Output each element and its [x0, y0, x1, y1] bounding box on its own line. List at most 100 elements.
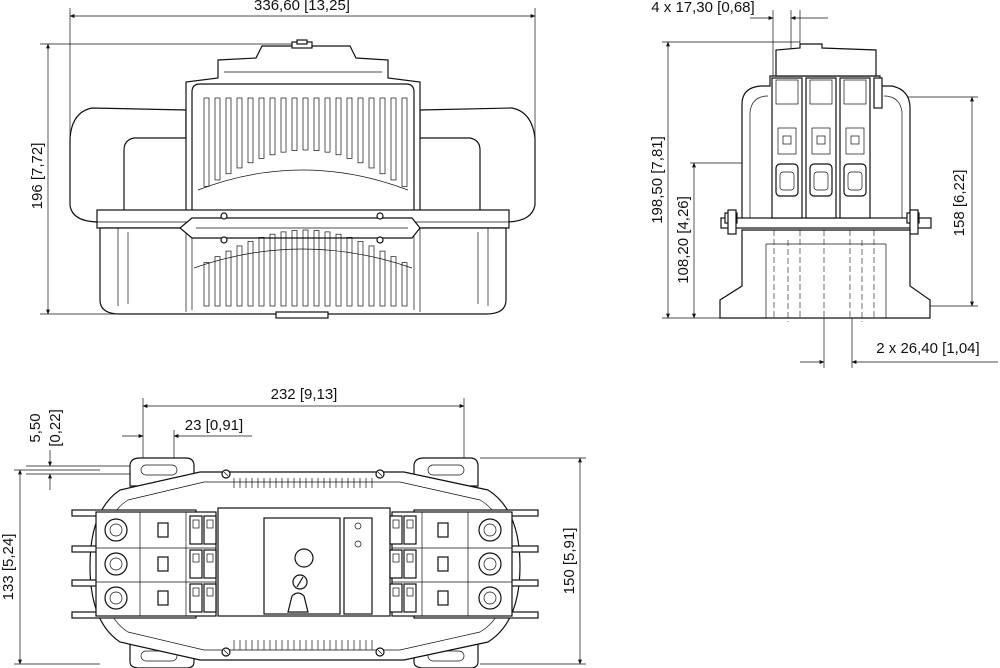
- side-terminal-blocks: [771, 77, 883, 219]
- grille-slat: [379, 250, 386, 307]
- grille-slat: [335, 97, 342, 156]
- terminal-window: [845, 127, 865, 155]
- terminal-block: [805, 77, 837, 219]
- front-housing: [69, 39, 536, 319]
- terminal-screw: [478, 586, 502, 610]
- terminal-latch: [775, 163, 799, 197]
- top-hole-offset-dimension: 23 [0,91]: [122, 417, 252, 466]
- top-overall-depth-dimension: 150 [5,91]: [480, 457, 586, 665]
- front-view: 336,60 [13,25] 196 [7,72]: [29, 0, 536, 319]
- terminal-screw-head: [483, 557, 497, 571]
- terminal-slot: [157, 556, 169, 572]
- terminal-block: [771, 77, 803, 219]
- terminal-indicator: [816, 135, 826, 145]
- grille-slat: [203, 97, 210, 187]
- top-hole-span-dimension: 232 [9,13]: [142, 386, 465, 466]
- side-total-height-dimension: 198,50 [7,81]: [649, 41, 800, 319]
- grille-slat: [324, 231, 331, 307]
- grille-slat: [214, 97, 221, 181]
- terminal-window: [777, 127, 797, 155]
- terminal-screw-head: [483, 591, 497, 605]
- terminal-screw: [104, 552, 128, 576]
- terminal-screw: [104, 586, 128, 610]
- grille-slat: [214, 256, 221, 307]
- grille-slat: [368, 245, 375, 307]
- terminal-screw: [104, 518, 128, 542]
- terminal-clip-inner: [392, 587, 400, 597]
- terminal-latch-inner: [779, 171, 795, 191]
- terminal-clip-inner: [392, 519, 400, 529]
- front-grille-lower: [203, 229, 408, 307]
- grille-slat: [258, 237, 265, 307]
- terminal-indicator: [782, 135, 792, 145]
- terminal-latch-inner: [847, 171, 863, 191]
- grille-slat: [357, 240, 364, 307]
- side-pitch-label: 4 x 17,30 [0,68]: [651, 0, 754, 16]
- side-foot-spacing-dimension: 2 x 26,40 [1,04]: [800, 318, 998, 368]
- top-overall-depth-label: 150 [5,91]: [561, 528, 578, 595]
- terminal-block: [839, 77, 871, 219]
- grille-slat: [390, 97, 397, 181]
- terminal-screw: [478, 518, 502, 542]
- terminal-clip-inner: [206, 553, 214, 563]
- grille-slat: [313, 230, 320, 307]
- grille-slat: [247, 97, 254, 164]
- terminal-clip-inner: [192, 587, 200, 597]
- grille-slat: [269, 97, 276, 156]
- grille-slat: [379, 97, 386, 175]
- terminal-slot: [437, 556, 449, 572]
- side-view: 4 x 17,30 [0,68] 198,50 [7,81] 108,20 [4…: [649, 0, 998, 368]
- terminal-end-cap: [873, 77, 883, 109]
- grille-slat: [236, 97, 243, 169]
- side-total-height-label: 198,50 [7,81]: [649, 136, 666, 224]
- grille-slat: [302, 229, 309, 307]
- grille-slat: [291, 230, 298, 307]
- terminal-cap: [843, 79, 867, 105]
- grille-slat: [357, 97, 364, 164]
- grille-slat: [269, 233, 276, 307]
- grille-slat: [225, 250, 232, 307]
- terminal-latch: [809, 163, 833, 197]
- grille-slat: [291, 97, 298, 151]
- terminal-window: [811, 127, 831, 155]
- grille-slat: [390, 256, 397, 307]
- top-housing: [71, 457, 539, 668]
- terminal-latch-inner: [813, 171, 829, 191]
- side-mid-height-label: 108,20 [4,26]: [675, 196, 692, 284]
- grille-slat: [401, 97, 408, 187]
- terminal-clip-inner: [206, 519, 214, 529]
- grille-slat: [280, 231, 287, 307]
- top-edge-dimension: 5,50 [0,22]: [26, 409, 136, 490]
- top-hole-offset-label: 23 [0,91]: [185, 417, 243, 434]
- grille-slat: [302, 97, 309, 151]
- terminal-slot: [437, 590, 449, 606]
- terminal-slot: [157, 522, 169, 538]
- terminal-cap: [809, 79, 833, 105]
- top-view: 232 [9,13] 23 [0,91] 5,50 [0,22] 133 [5,…: [0, 386, 586, 668]
- terminal-clip-inner: [192, 553, 200, 563]
- terminal-clip-inner: [406, 553, 414, 563]
- terminal-clip-inner: [192, 519, 200, 529]
- terminal-screw-head: [109, 523, 123, 537]
- top-terminals: [104, 515, 502, 613]
- terminal-indicator: [850, 135, 860, 145]
- front-height-label: 196 [7,72]: [29, 143, 46, 210]
- grille-slat: [368, 97, 375, 169]
- terminal-cap: [775, 79, 799, 105]
- top-depth-dimension: 133 [5,24]: [0, 469, 100, 665]
- front-width-label: 336,60 [13,25]: [254, 0, 350, 14]
- terminal-slot: [157, 590, 169, 606]
- terminal-screw-head: [109, 557, 123, 571]
- front-height-dimension: 196 [7,72]: [29, 43, 300, 315]
- terminal-screw: [478, 552, 502, 576]
- top-edge-inch: [0,22]: [47, 409, 64, 447]
- grille-slat: [324, 97, 331, 153]
- grille-slat: [258, 97, 265, 159]
- grille-slat: [225, 97, 232, 175]
- terminal-clip-inner: [406, 587, 414, 597]
- grille-slat: [313, 97, 320, 151]
- grille-slat: [236, 245, 243, 307]
- terminal-clip-inner: [406, 519, 414, 529]
- terminal-latch: [843, 163, 867, 197]
- side-pitch-dimension: 4 x 17,30 [0,68]: [651, 0, 828, 80]
